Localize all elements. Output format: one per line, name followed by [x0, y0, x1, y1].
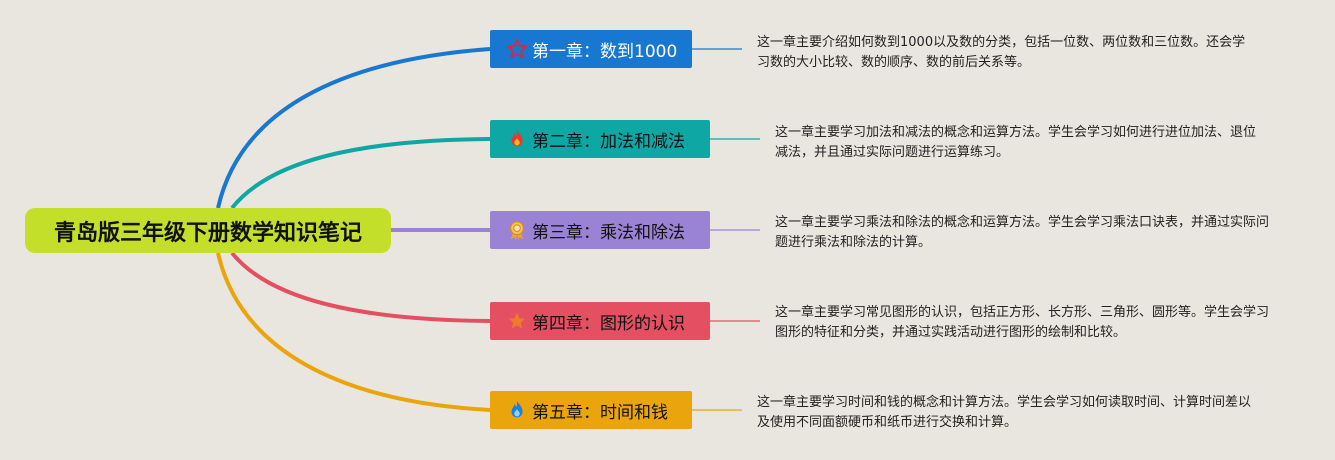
- star-solid-icon: [506, 310, 528, 332]
- root-node[interactable]: 青岛版三年级下册数学知识笔记: [25, 208, 391, 253]
- chapter-node-5[interactable]: 第五章：时间和钱: [490, 391, 692, 429]
- chapter-description-5: 这一章主要学习时间和钱的概念和计算方法。学生会学习如何读取时间、计算时间差以及使…: [757, 395, 1252, 430]
- branch-curve-4: [230, 251, 491, 323]
- chapter-node-4[interactable]: 第四章：图形的认识: [490, 302, 710, 340]
- root-title: 青岛版三年级下册数学知识笔记: [53, 220, 362, 246]
- fire-icon: [506, 128, 528, 150]
- chapter-label-2: 第二章：加法和减法: [532, 131, 685, 152]
- chapter-label-3: 第三章：乘法和除法: [532, 222, 685, 243]
- chapter-label-5: 第五章：时间和钱: [532, 402, 668, 423]
- branch-curve-2: [230, 137, 491, 210]
- award-ribbon-icon: [506, 219, 528, 241]
- chapter-node-3[interactable]: 第三章：乘法和除法: [490, 211, 710, 249]
- chapter-node-2[interactable]: 第二章：加法和减法: [490, 120, 710, 158]
- branch-curve-1: [216, 47, 491, 209]
- chapter-label-4: 第四章：图形的认识: [532, 313, 685, 334]
- chapter-description-2: 这一章主要学习加法和减法的概念和运算方法。学生会学习如何进行进位加法、退位减法，…: [775, 125, 1257, 160]
- chapter-description-3: 这一章主要学习乘法和除法的概念和运算方法。学生会学习乘法口诀表，并通过实际问题进…: [775, 215, 1270, 250]
- chapter-description-1: 这一章主要介绍如何数到1000以及数的分类，包括一位数、两位数和三位数。还会学习…: [757, 35, 1246, 70]
- blue-flame-icon: [506, 399, 528, 421]
- chapter-label-1: 第一章：数到1000: [532, 41, 678, 62]
- chapter-node-1[interactable]: 第一章：数到1000: [490, 30, 692, 68]
- chapter-description-4: 这一章主要学习常见图形的认识，包括正方形、长方形、三角形、圆形等。学生会学习图形…: [775, 305, 1270, 340]
- branch-curve-5: [216, 252, 491, 412]
- star-outline-icon: [506, 38, 528, 60]
